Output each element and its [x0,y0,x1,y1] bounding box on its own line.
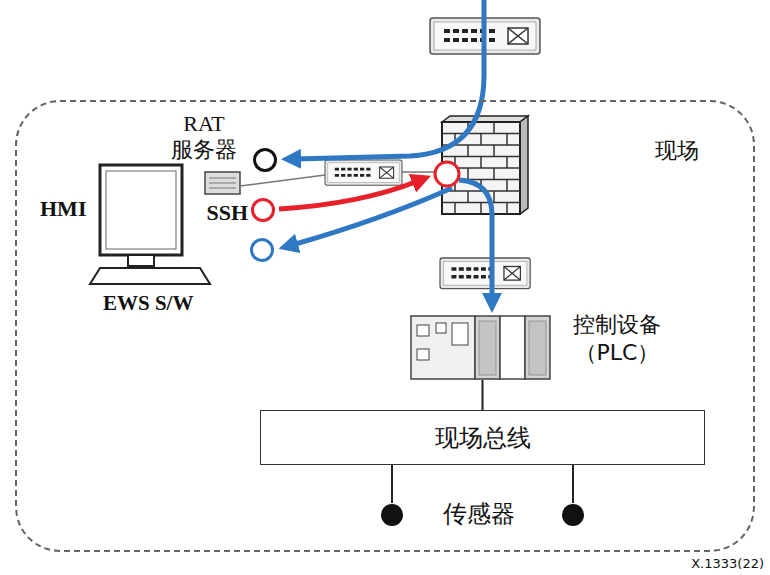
rat-server-port: RAT 服务器 [253,148,277,172]
fieldbus-box: 现场总线 [260,410,705,465]
illustration-part [475,316,500,379]
illustration-part [209,178,236,188]
illustration-part [520,116,528,214]
illustration-part [417,325,429,336]
plc-illustration [410,315,555,380]
illustration-part [452,323,468,345]
illustration-part [411,316,475,379]
illustration-part [529,321,546,375]
node-label: RAT 服务器 [154,111,254,163]
illustration-part [417,349,429,360]
standard-number: X.1333(22) [691,556,764,571]
firewall-port-circle [435,162,459,186]
network-switch [325,160,402,185]
illustration-part [381,504,403,526]
illustration-part [106,171,176,249]
network-switch [440,258,530,289]
hmi-label: HMI [40,196,86,222]
illustration-part [436,323,446,333]
illustration-part [205,172,240,194]
red-traffic-arrow [279,181,418,209]
node-label: EWS S/W [103,291,193,316]
blue-traffic-arrow [292,188,452,245]
node-label: 现场 [655,136,699,166]
node-label: 现场总线 [435,422,531,454]
blue-traffic-arrow [295,0,484,159]
illustration-part [525,316,550,379]
connector-line [482,380,484,410]
sensor-label: 传感器 [443,498,515,530]
ews-port: EWS S/W [250,238,274,262]
illustration-part [128,255,154,266]
illustration-part [479,321,496,375]
node-label: 控制设备 （PLC） [567,311,667,367]
ssh-port: SSH [251,198,275,222]
illustration-part [392,465,573,503]
illustration-part [500,316,525,379]
plc-controller: 控制设备 （PLC） [410,315,555,380]
illustration-part [100,165,182,255]
node-label: SSH [206,200,248,226]
illustration-part [90,268,210,284]
blue-traffic-arrow [459,180,492,299]
illustration-part [562,504,584,526]
field-region: 现场RAT 服务器SSHEWS S/W控制设备 （PLC）现场总线 [15,100,755,552]
